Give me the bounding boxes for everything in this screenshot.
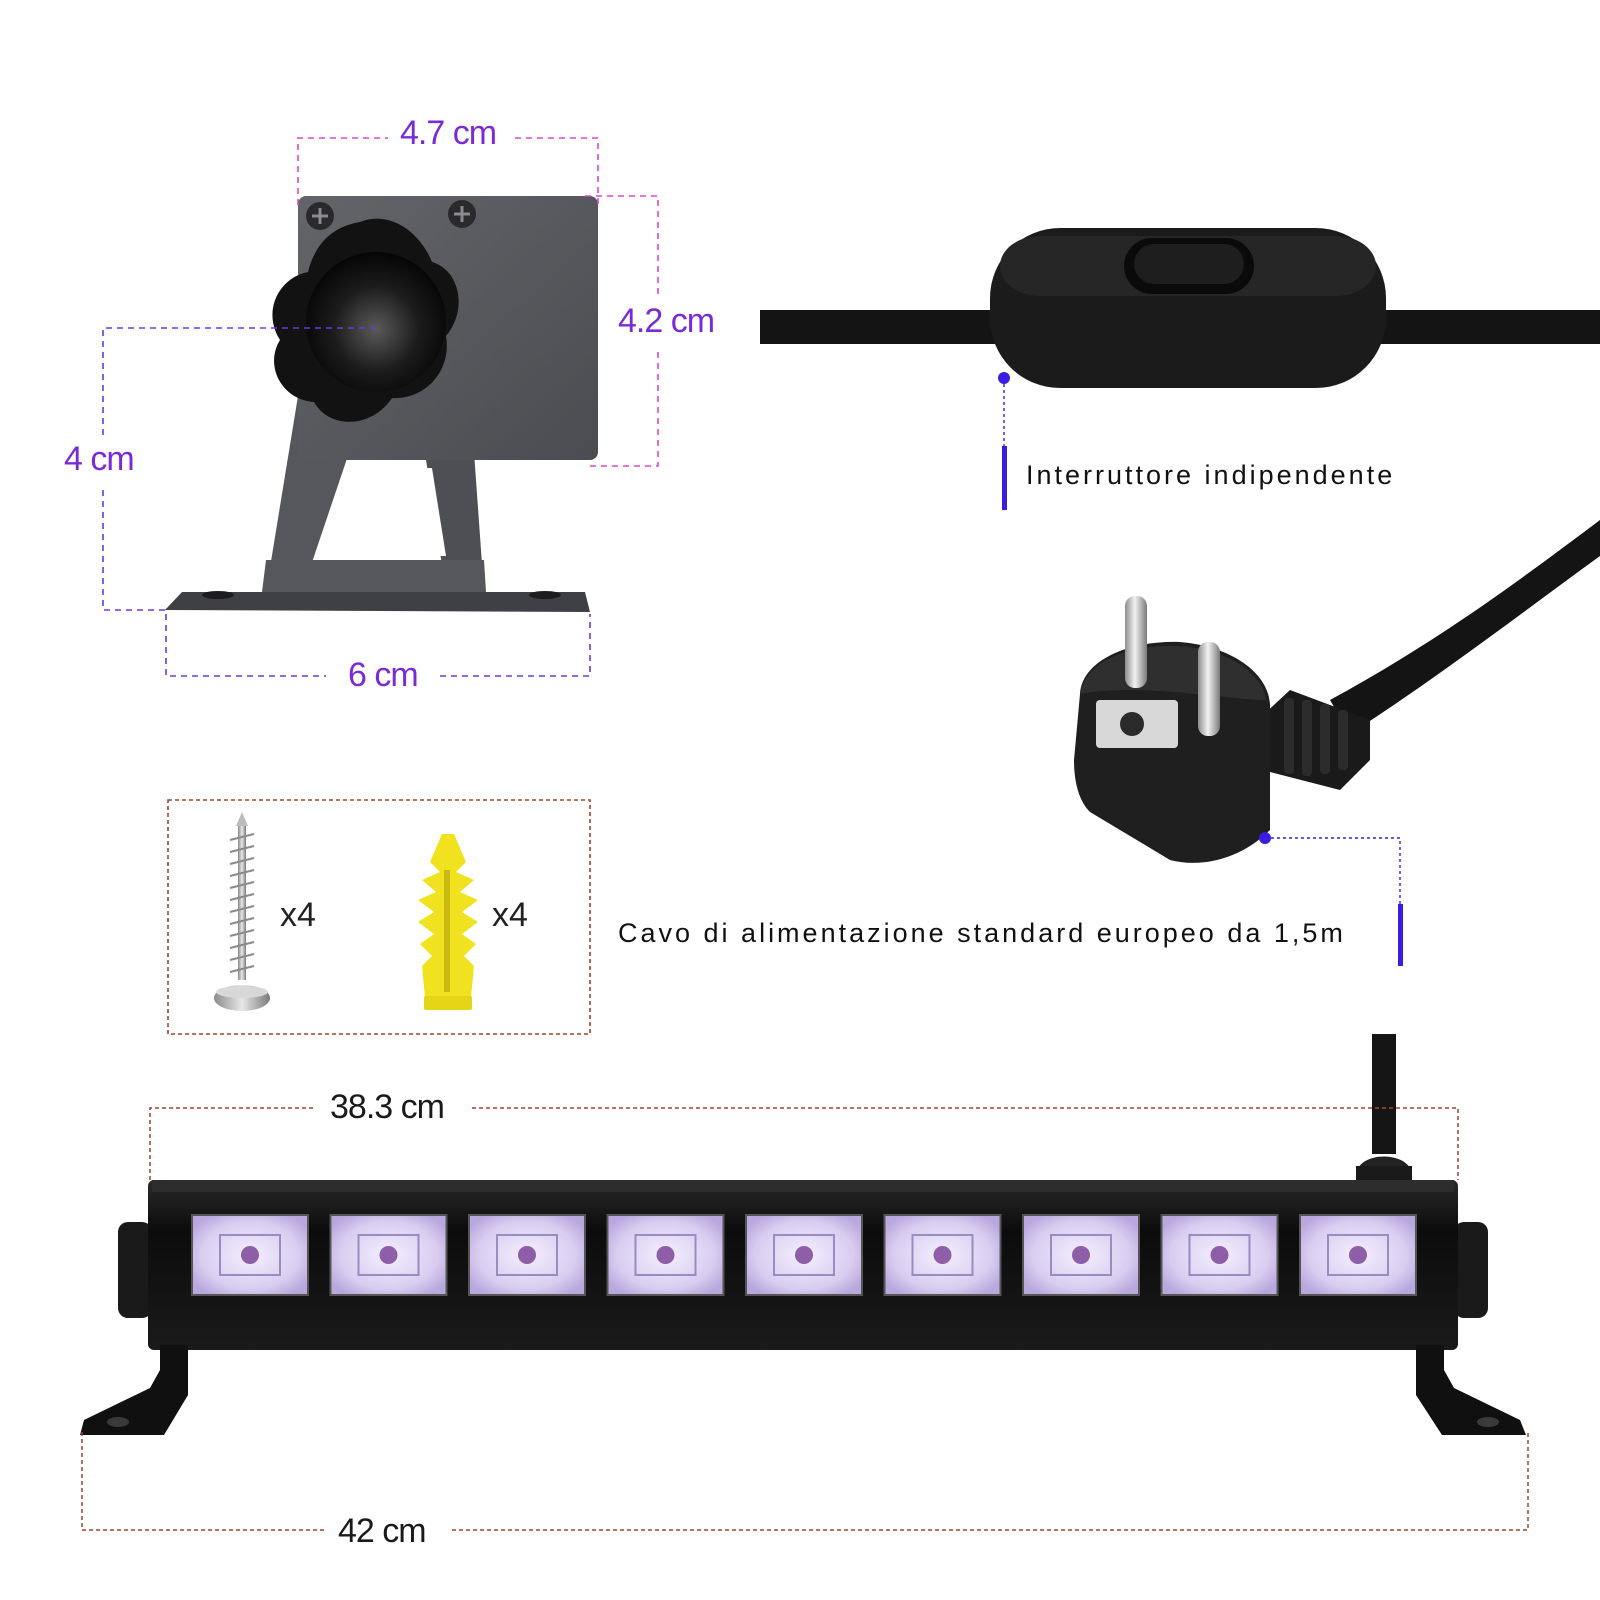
plug-callout xyxy=(1259,832,1403,966)
bracket-width-label: 4.7 cm xyxy=(400,114,497,152)
bar-foot-left xyxy=(80,1345,188,1435)
anchor-count: x4 xyxy=(492,896,528,934)
led-module xyxy=(191,1214,309,1296)
screw-icon xyxy=(214,812,270,1011)
bar-total-length-label: 42 cm xyxy=(338,1512,427,1550)
inline-switch xyxy=(760,228,1600,388)
plug-pin-icon xyxy=(1198,642,1220,736)
led-module xyxy=(1299,1214,1417,1296)
mounting-bracket xyxy=(165,196,598,612)
led-module xyxy=(1160,1214,1279,1296)
plug-caption: Cavo di alimentazione standard europeo d… xyxy=(618,918,1346,948)
led-module xyxy=(468,1214,586,1296)
led-module xyxy=(883,1214,1002,1296)
bracket-base xyxy=(165,592,590,612)
plug-pin-icon xyxy=(1125,596,1147,688)
bracket-base-width-label: 6 cm xyxy=(348,656,419,694)
eu-plug xyxy=(1074,520,1600,863)
uv-light-bar xyxy=(80,1034,1526,1435)
led-module xyxy=(329,1214,448,1296)
plate-screw-icon xyxy=(306,202,334,230)
led-module xyxy=(606,1214,725,1296)
led-module xyxy=(1022,1214,1140,1296)
power-cable xyxy=(1330,520,1600,734)
led-row xyxy=(191,1214,1417,1296)
led-module xyxy=(745,1214,863,1296)
bar-dimension-lines xyxy=(81,1107,1529,1531)
bar-inner-length-label: 38.3 cm xyxy=(330,1088,445,1126)
switch-callout xyxy=(998,372,1010,510)
bracket-dimension-lines xyxy=(102,137,659,677)
knob-icon xyxy=(272,218,459,422)
bracket-pivot-height-label: 4 cm xyxy=(64,440,135,478)
bracket-height-label: 4.2 cm xyxy=(618,302,715,340)
plate-screw-icon xyxy=(448,200,476,228)
plug-body xyxy=(1074,641,1270,863)
wall-anchor-icon xyxy=(418,834,478,1010)
accessories-box xyxy=(167,799,591,1035)
bar-foot-right xyxy=(1416,1345,1526,1435)
switch-caption: Interruttore indipendente xyxy=(1026,460,1396,490)
screw-count: x4 xyxy=(280,896,316,934)
bar-cable xyxy=(1372,1034,1396,1154)
